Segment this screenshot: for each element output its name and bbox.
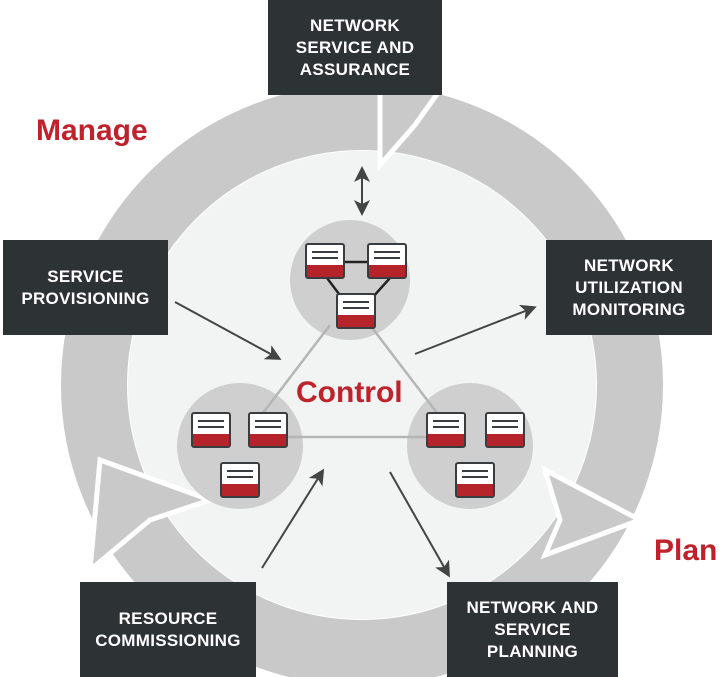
- server-icon: [220, 462, 260, 498]
- arrow-monitoring: [414, 304, 537, 355]
- box-network-service-planning: NETWORK AND SERVICE PLANNING: [447, 582, 618, 677]
- server-icon: [485, 412, 525, 448]
- phase-control: Control: [296, 376, 403, 409]
- box-service-provisioning: SERVICE PROVISIONING: [3, 240, 168, 335]
- flow-arrows: [174, 166, 537, 578]
- box-network-service-assurance: NETWORK SERVICE AND ASSURANCE: [268, 0, 442, 95]
- box-resource-commissioning: RESOURCE COMMISSIONING: [80, 582, 256, 677]
- server-icon: [455, 462, 495, 498]
- server-icon: [336, 293, 376, 329]
- arrow-provisioning: [174, 301, 282, 360]
- ring-arrowhead-plan: [540, 465, 647, 560]
- phase-manage: Manage: [36, 114, 148, 147]
- server-icon: [367, 243, 407, 279]
- server-icon: [248, 412, 288, 448]
- phase-plan: Plan: [654, 534, 718, 567]
- ring-arrowhead-commission: [86, 456, 218, 576]
- arrow-planning: [389, 471, 450, 578]
- box-network-utilization-monitoring: NETWORK UTILIZATION MONITORING: [546, 240, 712, 335]
- arrow-commissioning: [261, 468, 325, 569]
- lifecycle-ring: [61, 84, 663, 677]
- server-icon: [191, 412, 231, 448]
- server-icon: [305, 243, 345, 279]
- server-icon: [426, 412, 466, 448]
